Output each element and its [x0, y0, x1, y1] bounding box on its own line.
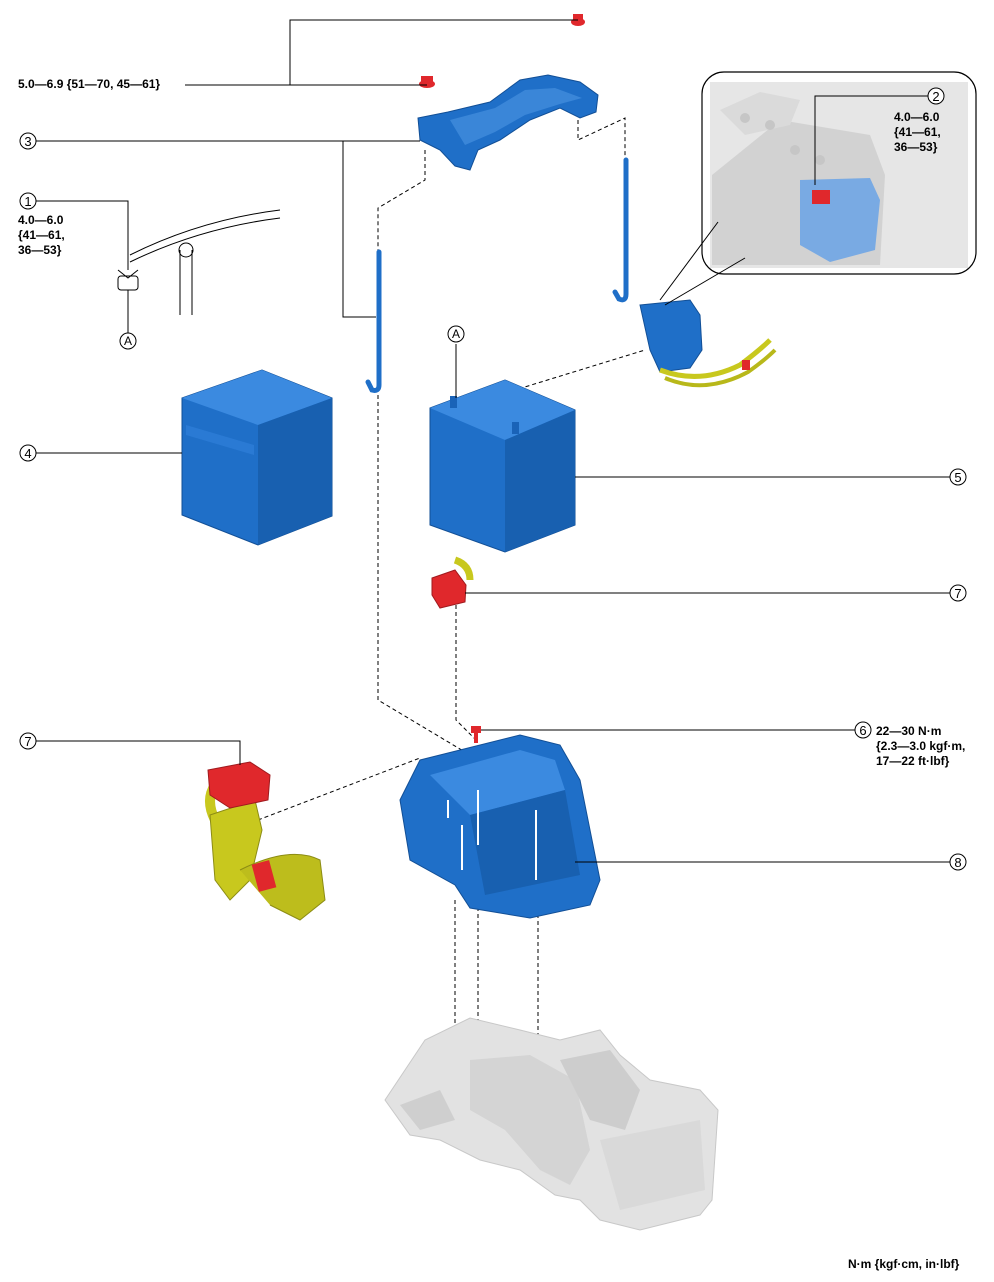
torque-hold-down-nut: 5.0—6.9 {51—70, 45—61}	[18, 77, 161, 91]
hold-down-j-bolt-right	[612, 157, 629, 303]
svg-text:5: 5	[954, 470, 961, 485]
svg-text:4: 4	[24, 446, 31, 461]
svg-text:1: 1	[24, 194, 31, 209]
svg-text:A: A	[124, 334, 132, 348]
callout-4: 4	[19, 444, 37, 462]
svg-text:2: 2	[932, 89, 939, 104]
battery-cover	[181, 369, 333, 546]
reference-a-left: A	[119, 332, 137, 350]
callout-1: 1	[19, 192, 37, 210]
callout-7-left: 7	[19, 732, 37, 750]
reference-a-right: A	[447, 325, 465, 343]
callout-2: 2	[927, 87, 945, 105]
torque-tray-bolt: 22—30 N·m {2.3—3.0 kgf·m, 17—22 ft·lbf}	[876, 724, 966, 768]
svg-text:A: A	[452, 327, 460, 341]
negative-cable-harness	[205, 761, 326, 921]
tray-bolt	[471, 726, 481, 743]
battery	[429, 379, 576, 553]
svg-text:3: 3	[24, 134, 31, 149]
torque-unit-note: N·m {kgf·cm, in·lbf}	[848, 1257, 960, 1271]
positive-terminal-harness	[639, 299, 777, 388]
inset-pointer	[659, 221, 746, 306]
battery-terminal-clamp-sketch	[117, 209, 281, 315]
hold-down-j-bolt-left	[365, 249, 382, 393]
svg-text:7: 7	[24, 734, 31, 749]
svg-text:6: 6	[859, 723, 866, 738]
inset-detail	[701, 71, 977, 275]
battery-clamp	[417, 74, 599, 171]
torque-terminal-clamp-2: 4.0—6.0 {41—61, 36—53}	[894, 110, 941, 154]
callout-8: 8	[949, 853, 967, 871]
callout-7-right: 7	[949, 584, 967, 602]
svg-text:7: 7	[954, 586, 961, 601]
svg-text:8: 8	[954, 855, 961, 870]
torque-terminal-clamp-1: 4.0—6.0 {41—61, 36—53}	[18, 213, 65, 257]
battery-tray	[399, 734, 601, 919]
callout-3: 3	[19, 132, 37, 150]
negative-terminal-cover	[431, 556, 474, 609]
callout-5: 5	[949, 468, 967, 486]
callout-6: 6	[854, 721, 872, 739]
hold-down-nut-left	[419, 76, 435, 88]
vehicle-body-frame	[384, 1017, 719, 1231]
leader-lines	[36, 19, 950, 863]
